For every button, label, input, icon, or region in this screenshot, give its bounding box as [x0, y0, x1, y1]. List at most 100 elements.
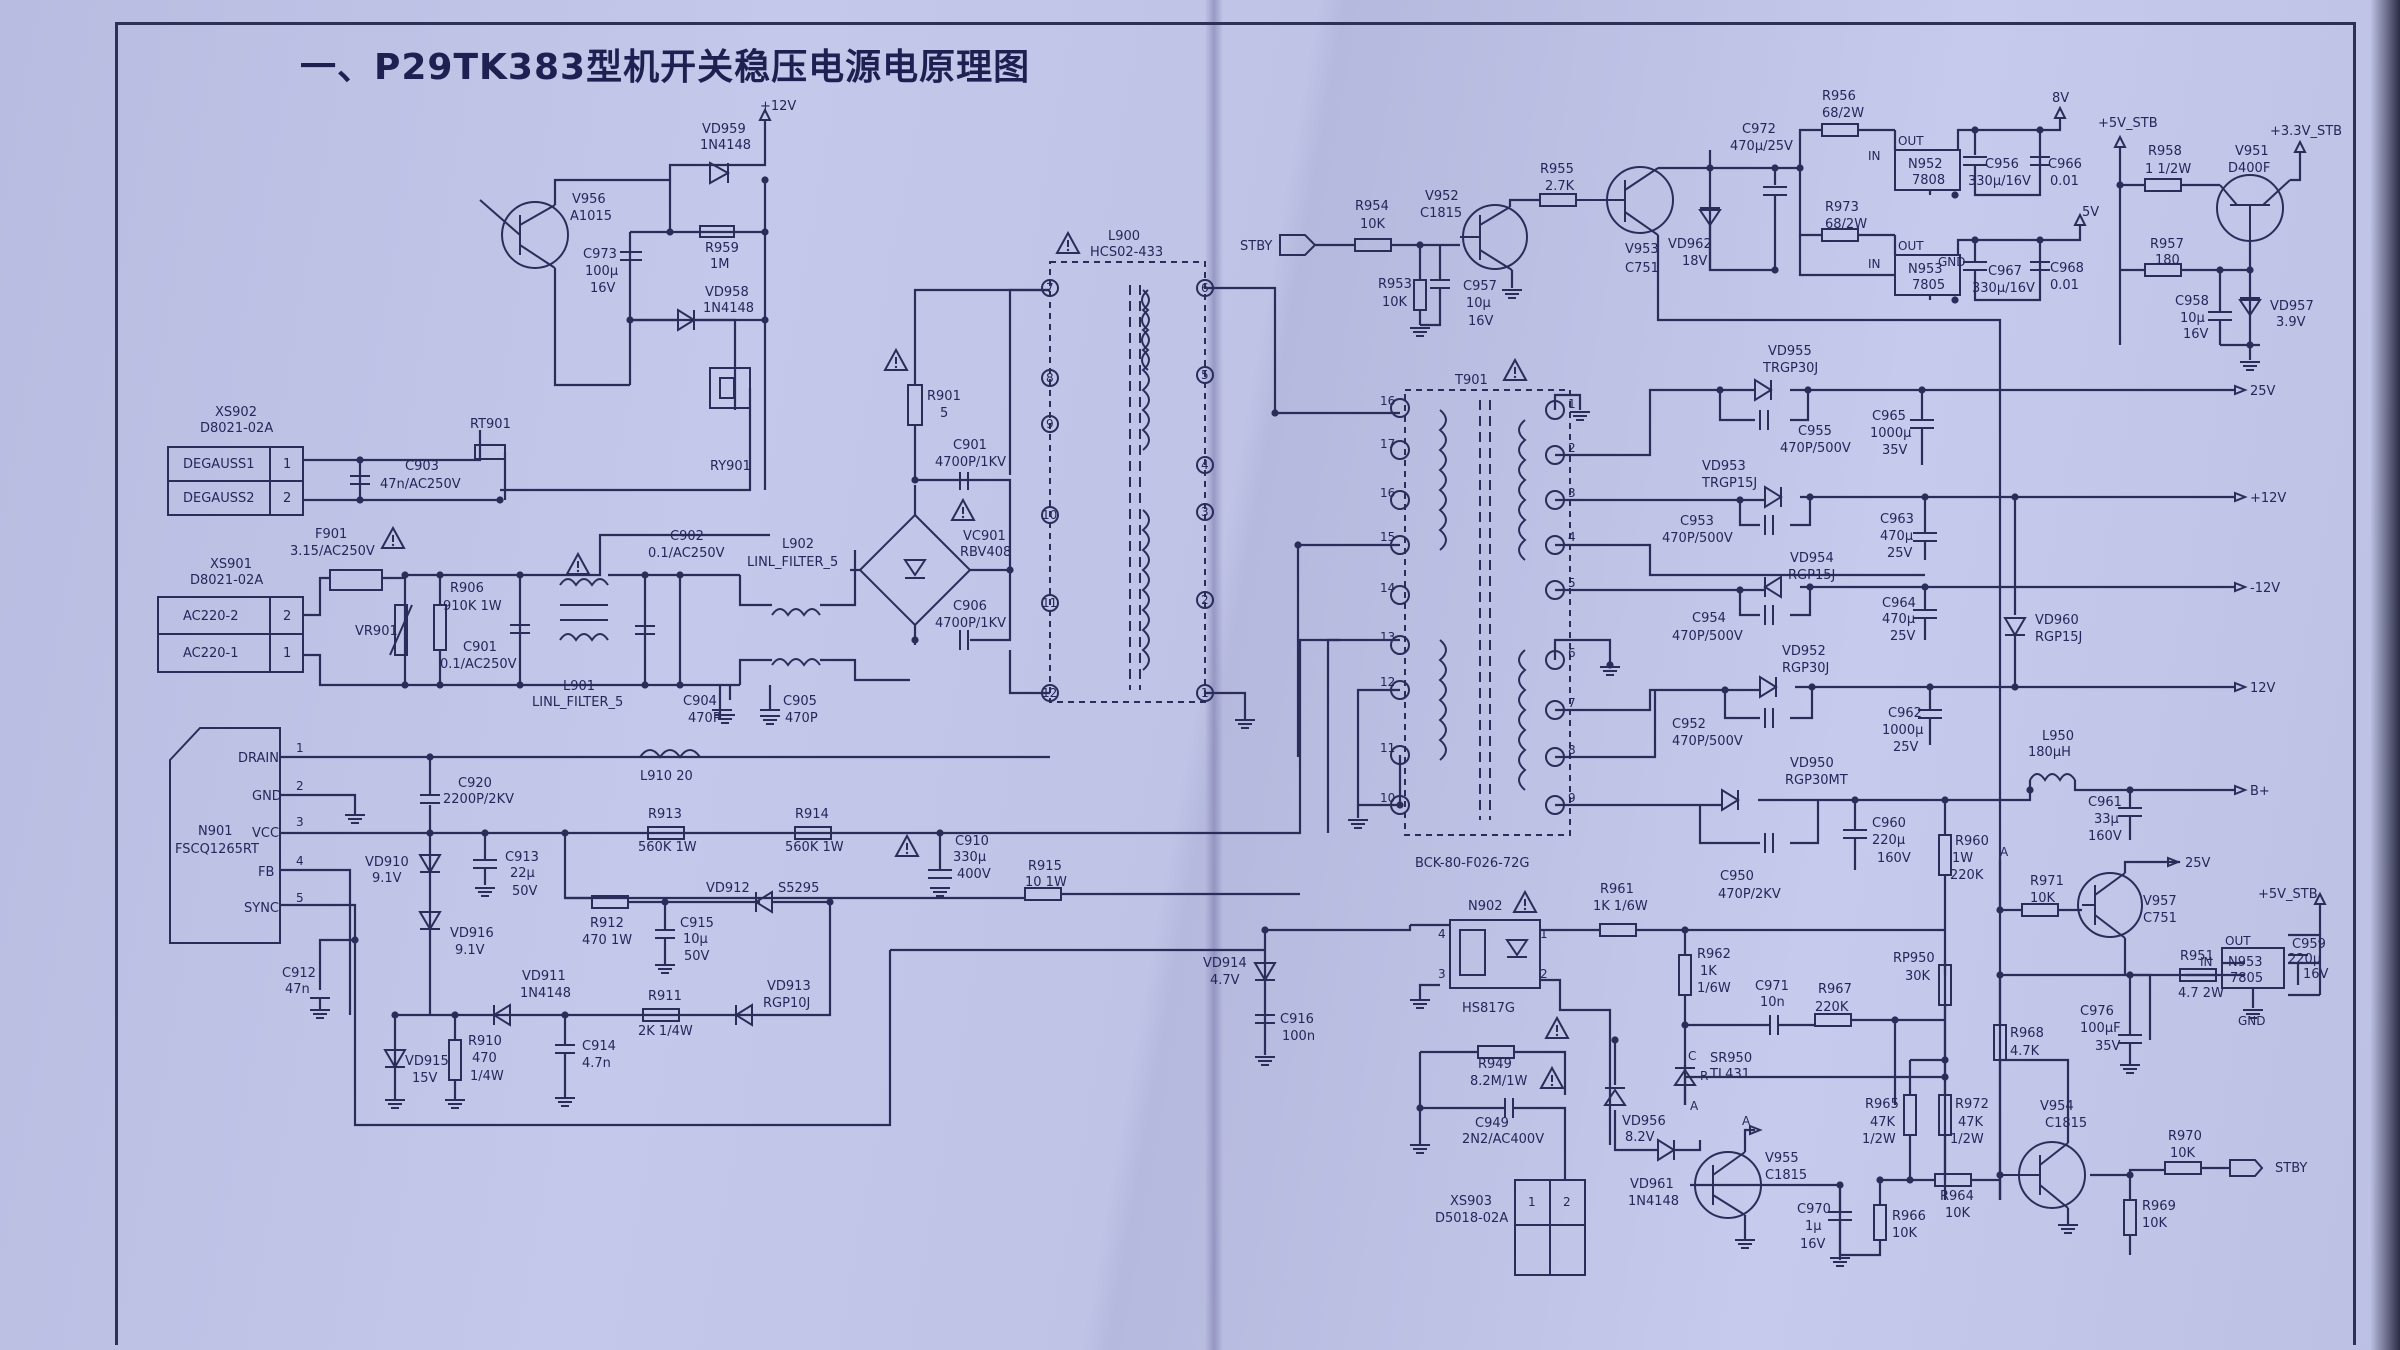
schematic-label: V955 [1765, 1151, 1799, 1166]
schematic-label: 100μF [2080, 1021, 2121, 1036]
svg-text:STBY: STBY [1240, 239, 1272, 254]
schematic-label: T901 [1454, 373, 1488, 388]
schematic-label: 6 [1201, 281, 1209, 295]
schematic-label: D8021-02A [190, 573, 263, 588]
schematic-label: C956 [1985, 157, 2019, 172]
schematic-label: LINL_FILTER_5 [747, 555, 838, 570]
connector-xs902: DEGAUSS1 DEGAUSS2 1 2 XS902 D8021-02A [167, 405, 304, 516]
schematic-label: C953 [1680, 514, 1714, 529]
schematic-label: C901 [953, 438, 987, 453]
schematic-label: 4 [296, 854, 304, 868]
schematic-label: 0.1/AC250V [440, 657, 517, 672]
schematic-label: C914 [582, 1039, 616, 1054]
schematic-label: 160V [2088, 829, 2122, 844]
page-fold [1205, 0, 1223, 1350]
schematic-label: C972 [1742, 122, 1776, 137]
schematic-label: D5018-02A [1435, 1211, 1508, 1226]
schematic-label: 3.9V [2276, 315, 2306, 330]
schematic-label: 9.1V [372, 871, 402, 886]
schematic-label: C915 [680, 916, 714, 931]
schematic-label: 1/4W [470, 1069, 504, 1084]
schematic-label: C964 [1882, 596, 1916, 611]
regulator-n952 [1894, 149, 1961, 191]
svg-text:5V: 5V [2082, 205, 2099, 220]
schematic-label: C906 [953, 599, 987, 614]
schematic-label: 15V [412, 1071, 438, 1086]
schematic-label: 1 [283, 646, 291, 661]
schematic-label: VD961 [1630, 1177, 1674, 1192]
schematic-label: 15 [1380, 530, 1395, 544]
schematic-label: C965 [1872, 409, 1906, 424]
schematic-label: 470μ/25V [1730, 139, 1793, 154]
vd959-part: 1N4148 [700, 138, 751, 153]
schematic-label: 4 [1201, 458, 1209, 472]
inductor-l900: L900 HCS02-433 [1049, 229, 1206, 703]
svg-text:OUT: OUT [2225, 934, 2251, 948]
schematic-label: 560K 1W [638, 840, 697, 855]
schematic-label: 2 [283, 491, 291, 506]
schematic-label: R964 [1940, 1189, 1974, 1204]
svg-text:IN: IN [1868, 257, 1881, 271]
schematic-label: RGP10J [763, 996, 810, 1011]
schematic-label: 25V [1893, 740, 1919, 755]
schematic-label: C950 [1720, 869, 1754, 884]
schematic-label: C904 [683, 694, 717, 709]
schematic-label: 470P [688, 711, 721, 726]
schematic-label: 9 [1568, 791, 1576, 805]
schematic-label: 3 [1568, 486, 1576, 500]
schematic-label: XS903 [1450, 1194, 1492, 1209]
schematic-label: R966 [1892, 1209, 1926, 1224]
schematic-label: VD956 [1622, 1114, 1666, 1129]
v956-part: A1015 [570, 209, 612, 224]
schematic-label: V952 [1425, 189, 1459, 204]
schematic-label: 1μ [1805, 1219, 1822, 1234]
schematic-label: 16V [590, 281, 616, 296]
schematic-label: 35V [1882, 443, 1908, 458]
schematic-label: VD954 [1790, 551, 1834, 566]
schematic-label: C959 [2292, 937, 2326, 952]
schematic-label: 16V [1800, 1237, 1826, 1252]
schematic-label: 470 [472, 1051, 497, 1066]
schematic-label: 2.7K [1545, 179, 1575, 194]
schematic-label: 220μ [2288, 952, 2321, 967]
schematic-label: VD960 [2035, 613, 2079, 628]
schematic-label: 10μ [2180, 311, 2205, 326]
schematic-label: VD962 [1668, 237, 1712, 252]
schematic-label: 10K [2030, 891, 2056, 906]
schematic-label: C916 [1280, 1012, 1314, 1027]
svg-text:+3.3V_STB: +3.3V_STB [2270, 124, 2342, 139]
schematic-label: 25V [2250, 384, 2276, 399]
schematic-label: 16V [1468, 314, 1494, 329]
schematic-label: C967 [1988, 264, 2022, 279]
schematic-label: C955 [1798, 424, 1832, 439]
schematic-label: 470P/500V [1780, 441, 1851, 456]
schematic-label: 220K [1815, 1000, 1849, 1015]
schematic-label: 8.2V [1625, 1130, 1655, 1145]
schematic-label: 35V [2095, 1039, 2121, 1054]
schematic-label: V957 [2143, 894, 2177, 909]
schematic-label: 33μ [2094, 812, 2119, 827]
schematic-label: L910 20 [640, 769, 693, 784]
schematic-label: R954 [1355, 199, 1389, 214]
schematic-label: 5 [1201, 368, 1209, 382]
schematic-label: C976 [2080, 1004, 2114, 1019]
svg-text:+12V: +12V [760, 99, 796, 114]
schematic-label: VD955 [1768, 344, 1812, 359]
schematic-label: C966 [2048, 157, 2082, 172]
schematic-label: L950 [2042, 729, 2074, 744]
schematic-label: 0.01 [2050, 278, 2079, 293]
schematic-label: 4.7 2W [2178, 986, 2224, 1001]
schematic-label: R962 [1697, 947, 1731, 962]
schematic-label: 50V [512, 884, 538, 899]
schematic-label: N902 [1468, 899, 1503, 914]
schematic-label: 1W [1952, 851, 1973, 866]
schematic-label: C1815 [1765, 1168, 1807, 1183]
schematic-label: 0.1/AC250V [648, 546, 725, 561]
schematic-label: R961 [1600, 882, 1634, 897]
schematic-label: R958 [2148, 144, 2182, 159]
schematic-label: SYNC [244, 901, 279, 916]
schematic-label: L900 [1108, 229, 1140, 244]
schematic-label: VD953 [1702, 459, 1746, 474]
schematic-label: FB [258, 865, 274, 880]
svg-text:+5V_STB: +5V_STB [2098, 116, 2158, 131]
